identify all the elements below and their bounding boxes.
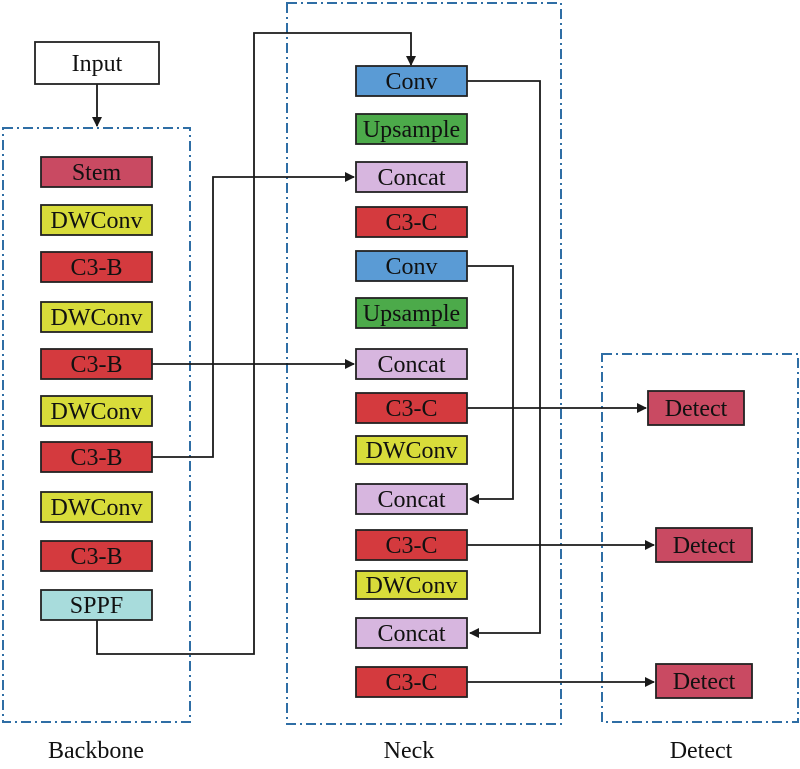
edge-c3b3-concat1 [152, 172, 355, 458]
svg-text:C3-C: C3-C [385, 396, 437, 422]
detect-caption: Detect [670, 738, 733, 764]
svg-text:Concat: Concat [378, 352, 446, 378]
backbone-c3b-2-block: C3-B [40, 348, 153, 380]
backbone-caption: Backbone [48, 738, 144, 764]
svg-text:C3-C: C3-C [385, 210, 437, 236]
neck-concat-2-block: Concat [355, 348, 468, 380]
svg-text:Stem: Stem [72, 160, 122, 186]
svg-text:C3-C: C3-C [385, 670, 437, 696]
svg-text:DWConv: DWConv [51, 399, 143, 425]
svg-text:C3-B: C3-B [70, 352, 122, 378]
edge-sppf-conv [96, 32, 416, 655]
neck-concat-1-block: Concat [355, 161, 468, 193]
detect-2-block: Detect [655, 527, 753, 563]
neck-conv-1-block: Conv [355, 65, 468, 97]
svg-text:C3-B: C3-B [70, 544, 122, 570]
svg-text:Concat: Concat [378, 165, 446, 191]
svg-text:C3-B: C3-B [70, 445, 122, 471]
svg-text:Conv: Conv [385, 254, 437, 280]
sppf-block: SPPF [40, 589, 153, 621]
neck-c3c-3-block: C3-C [355, 529, 468, 561]
stem-block: Stem [40, 156, 153, 188]
svg-text:Concat: Concat [378, 487, 446, 513]
backbone-dwconv-4-block: DWConv [40, 491, 153, 523]
backbone-c3b-3-block: C3-B [40, 441, 153, 473]
neck-c3c-2-block: C3-C [355, 392, 468, 424]
neck-c3c-1-block: C3-C [355, 206, 468, 238]
input-node: Input [34, 41, 160, 85]
svg-text:DWConv: DWConv [51, 495, 143, 521]
svg-text:SPPF: SPPF [70, 593, 123, 619]
backbone-dwconv-3-block: DWConv [40, 395, 153, 427]
detect-3-block: Detect [655, 663, 753, 699]
svg-text:C3-C: C3-C [385, 533, 437, 559]
svg-text:Upsample: Upsample [363, 117, 460, 143]
backbone-group [2, 127, 191, 723]
svg-text:Detect: Detect [673, 669, 736, 695]
svg-text:C3-B: C3-B [70, 255, 122, 281]
svg-text:DWConv: DWConv [366, 438, 458, 464]
connections [92, 32, 655, 687]
detect-group [601, 353, 799, 723]
svg-text:DWConv: DWConv [51, 208, 143, 234]
svg-text:Detect: Detect [673, 533, 736, 559]
nodes: Input Stem DWConv C3-B DWConv C3-B DWCon… [34, 41, 753, 699]
detect-1-block: Detect [647, 390, 745, 426]
svg-text:Upsample: Upsample [363, 301, 460, 327]
svg-text:Detect: Detect [665, 396, 728, 422]
backbone-dwconv-1-block: DWConv [40, 204, 153, 236]
neck-dwconv-2-block: DWConv [355, 570, 468, 600]
neck-upsample-1-block: Upsample [355, 113, 468, 145]
neck-concat-3-block: Concat [355, 483, 468, 515]
svg-text:Input: Input [72, 51, 123, 77]
neck-conv-2-block: Conv [355, 250, 468, 282]
neck-concat-4-block: Concat [355, 617, 468, 649]
neck-caption: Neck [384, 738, 435, 764]
backbone-c3b-1-block: C3-B [40, 251, 153, 283]
svg-text:Conv: Conv [385, 69, 437, 95]
neck-c3c-4-block: C3-C [355, 666, 468, 698]
svg-text:DWConv: DWConv [51, 305, 143, 331]
backbone-dwconv-2-block: DWConv [40, 301, 153, 333]
neck-upsample-2-block: Upsample [355, 297, 468, 329]
backbone-c3b-4-block: C3-B [40, 540, 153, 572]
neck-dwconv-1-block: DWConv [355, 435, 468, 465]
edge-conv2-concat3 [467, 265, 514, 504]
svg-text:DWConv: DWConv [366, 573, 458, 599]
edge-conv1-concat4 [467, 80, 541, 638]
svg-text:Concat: Concat [378, 621, 446, 647]
